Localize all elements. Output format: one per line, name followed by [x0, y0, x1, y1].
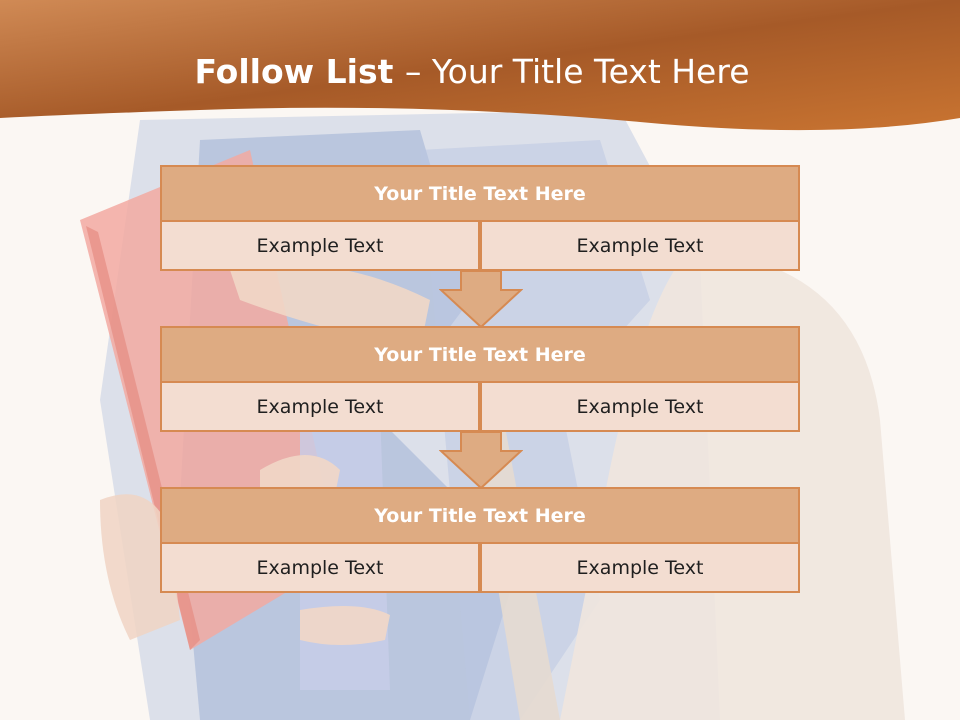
- header-band: [0, 0, 960, 131]
- title-rest: – Your Title Text Here: [404, 52, 750, 91]
- down-arrow-icon: [439, 270, 523, 328]
- down-arrow-icon: [439, 431, 523, 489]
- step-title: Your Title Text Here: [160, 326, 800, 383]
- title-bold: Follow List: [194, 52, 405, 91]
- step-1: Your Title Text Here Example Text Exampl…: [160, 165, 800, 271]
- step-title: Your Title Text Here: [160, 165, 800, 222]
- step-right-text: Example Text: [480, 383, 800, 432]
- step-2: Your Title Text Here Example Text Exampl…: [160, 326, 800, 432]
- step-left-text: Example Text: [160, 383, 480, 432]
- step-3: Your Title Text Here Example Text Exampl…: [160, 487, 800, 593]
- step-right-text: Example Text: [480, 544, 800, 593]
- step-right-text: Example Text: [480, 222, 800, 271]
- step-title: Your Title Text Here: [160, 487, 800, 544]
- step-left-text: Example Text: [160, 222, 480, 271]
- step-left-text: Example Text: [160, 544, 480, 593]
- slide-title: Follow List – Your Title Text Here: [0, 52, 944, 91]
